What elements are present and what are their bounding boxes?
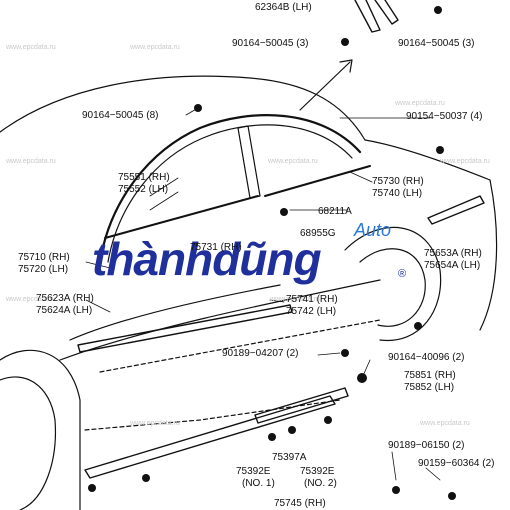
brand-logo-sub: Auto bbox=[354, 220, 392, 240]
clip-68211a bbox=[280, 208, 288, 216]
car-rear-quarter bbox=[479, 179, 498, 331]
clip-75397a bbox=[288, 426, 296, 434]
registered-mark: ® bbox=[398, 268, 407, 280]
watermark: www.epcdata.ru bbox=[268, 158, 318, 165]
part-label: 62364B (LH) bbox=[255, 2, 312, 13]
door-line-front bbox=[69, 284, 281, 341]
fastener-clips bbox=[88, 6, 456, 500]
part-label: 75624A (LH) bbox=[36, 305, 93, 316]
part-label: (NO. 2) bbox=[304, 478, 337, 489]
watermark: www.epcdata.ru bbox=[6, 158, 56, 165]
clip-75392e-2 bbox=[324, 416, 332, 424]
clip-90189-06150 bbox=[392, 486, 400, 494]
watermark: www.epcdata.ru bbox=[130, 420, 180, 427]
rocker-moulding-lower bbox=[84, 395, 336, 479]
part-label: 75551 (RH) bbox=[118, 172, 170, 183]
part-label: 75740 (LH) bbox=[372, 188, 423, 199]
part-label: 75654A (LH) bbox=[424, 260, 481, 271]
part-label: 68955G bbox=[300, 228, 336, 239]
part-label: 90164−50045 (8) bbox=[82, 110, 159, 121]
part-label: 75392E bbox=[236, 466, 271, 477]
clip-lower-1 bbox=[142, 474, 150, 482]
leader-lines bbox=[85, 107, 441, 481]
part-label: 90164−50045 (3) bbox=[398, 38, 475, 49]
clip-90164-8 bbox=[194, 104, 202, 112]
b-pillar bbox=[237, 125, 261, 199]
part-label: 90159−60364 (2) bbox=[418, 458, 495, 469]
part-label: (NO. 1) bbox=[242, 478, 275, 489]
part-label: 75730 (RH) bbox=[372, 176, 424, 187]
window-frame-outer bbox=[98, 114, 362, 264]
brand-logo: thànhdũng bbox=[92, 233, 322, 285]
clip-lower-2 bbox=[88, 484, 96, 492]
part-label: 75852 (LH) bbox=[404, 382, 455, 393]
clip-90159-60364 bbox=[448, 492, 456, 500]
car-rear-deck bbox=[364, 139, 491, 181]
door-line-lower bbox=[59, 279, 381, 361]
part-label: 75720 (LH) bbox=[18, 264, 69, 275]
belt-moulding-front bbox=[104, 195, 259, 239]
part-label: 75552 (LH) bbox=[118, 184, 169, 195]
part-label: 75710 (RH) bbox=[18, 252, 70, 263]
part-label: 75392E bbox=[300, 466, 335, 477]
watermark: www.epcdata.ru bbox=[130, 44, 180, 51]
watermark: www.epcdata.ru bbox=[395, 100, 445, 107]
part-label: 90164−50045 (3) bbox=[232, 38, 309, 49]
car-roof-outline bbox=[0, 75, 366, 141]
gutter-trim-top-2 bbox=[374, 0, 399, 25]
part-label: 75745 (RH) bbox=[274, 498, 326, 509]
rocker-moulding-main bbox=[77, 304, 293, 353]
wheel-arch-moulding bbox=[427, 195, 485, 225]
clip-90154 bbox=[436, 146, 444, 154]
bracket-75851 bbox=[357, 373, 367, 383]
part-label: 90189−04207 (2) bbox=[222, 348, 299, 359]
part-label: 75397A bbox=[272, 452, 307, 463]
part-label: 75851 (RH) bbox=[404, 370, 456, 381]
rear-wheel-arch bbox=[344, 226, 442, 342]
watermark: www.epcdata.ru bbox=[270, 296, 320, 303]
clip-75392e-1 bbox=[268, 433, 276, 441]
front-wheel-arch bbox=[0, 349, 81, 510]
clip-90164-top-left bbox=[341, 38, 349, 46]
part-label: 75653A (RH) bbox=[424, 248, 482, 259]
rear-wheel bbox=[359, 248, 426, 327]
direction-arrow bbox=[299, 59, 353, 111]
part-label: 90154−50037 (4) bbox=[406, 111, 483, 122]
front-wheel bbox=[0, 376, 57, 510]
guide-dashed-1 bbox=[84, 399, 341, 431]
watermark: www.epcdata.ru bbox=[6, 296, 56, 303]
part-label: 68211A bbox=[318, 206, 352, 217]
watermark: www.epcdata.ru bbox=[420, 420, 470, 427]
part-label: 90189−06150 (2) bbox=[388, 440, 465, 451]
clip-90189-04207 bbox=[341, 349, 349, 357]
part-label: 75731 (RH) bbox=[190, 242, 242, 253]
clip-90164-top-right bbox=[434, 6, 442, 14]
part-label: 75623A (RH) bbox=[36, 293, 94, 304]
gutter-trim-top bbox=[354, 0, 381, 33]
watermark: www.epcdata.ru bbox=[440, 158, 490, 165]
rocker-moulding-short bbox=[254, 387, 349, 424]
clip-90164-40096 bbox=[414, 322, 422, 330]
part-label: 75742 (LH) bbox=[286, 306, 337, 317]
window-frame-inner bbox=[107, 124, 353, 263]
part-label: 75741 (RH) bbox=[286, 294, 338, 305]
watermark: www.epcdata.ru bbox=[6, 44, 56, 51]
part-label: 90164−40096 (2) bbox=[388, 352, 465, 363]
belt-moulding-rear bbox=[264, 165, 371, 197]
guide-dashed-2 bbox=[99, 319, 381, 373]
